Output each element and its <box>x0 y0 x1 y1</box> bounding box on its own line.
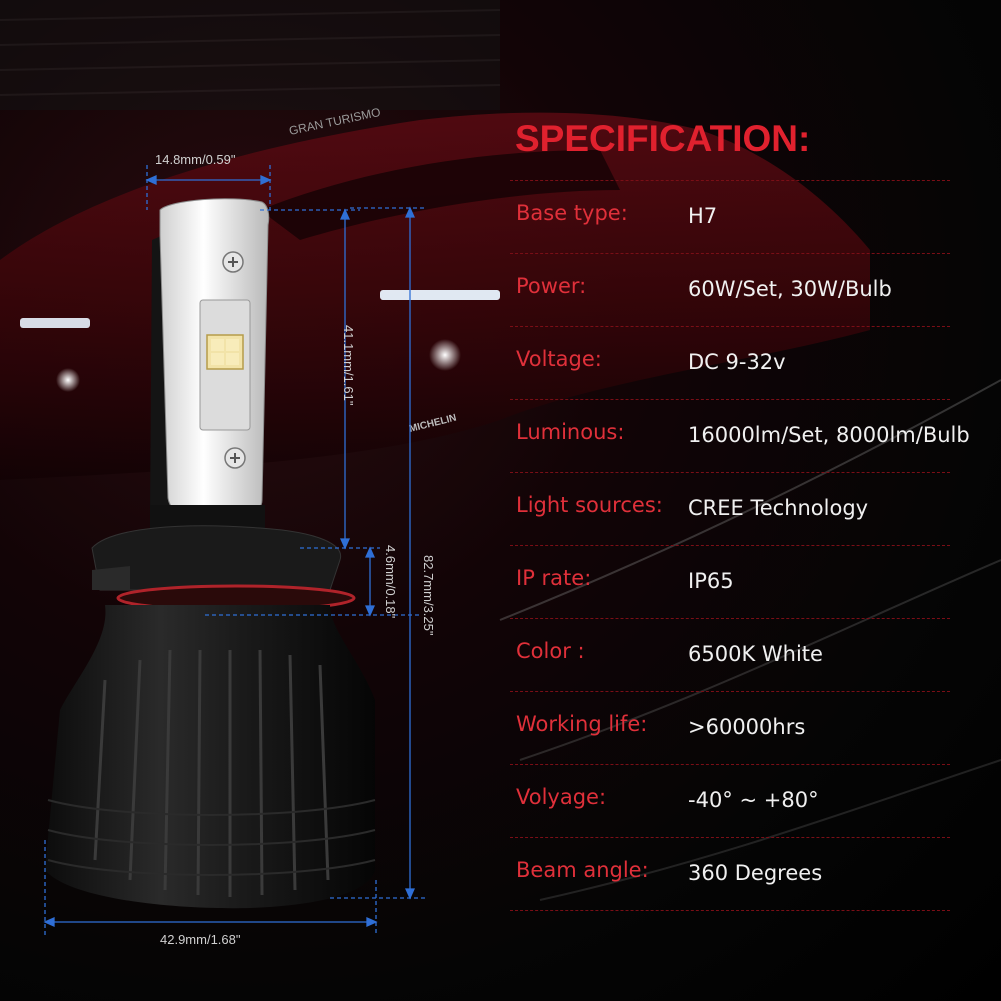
spec-label: Volyage: <box>516 785 607 809</box>
spec-row-color: Color : 6500K White <box>510 618 950 691</box>
spec-row-light-sources: Light sources: CREE Technology <box>510 472 950 545</box>
spec-title: SPECIFICATION: <box>515 118 811 159</box>
spec-value: DC 9-32v <box>688 350 786 374</box>
spec-label: Beam angle: <box>516 858 649 882</box>
spec-row-luminous: Luminous: 16000lm/Set, 8000lm/Bulb <box>510 399 970 472</box>
spec-row-power: Power: 60W/Set, 30W/Bulb <box>510 253 950 326</box>
spec-label: Voltage: <box>516 347 602 371</box>
heatsink-fins <box>93 649 330 897</box>
spec-row-voltage: Voltage: DC 9-32v <box>510 326 950 399</box>
spec-value: -40° ~ +80° <box>688 788 819 812</box>
spec-value: CREE Technology <box>688 496 869 520</box>
spec-value: 360 Degrees <box>688 861 823 885</box>
spec-value: IP65 <box>688 569 734 593</box>
spec-value: >60000hrs <box>688 715 806 739</box>
dimension-top-width: 14.8mm/0.59" <box>155 152 236 167</box>
spec-value: 16000lm/Set, 8000lm/Bulb <box>688 423 970 447</box>
spec-label: Light sources: <box>516 493 663 517</box>
dimension-bottom-width: 42.9mm/1.68" <box>160 932 241 947</box>
spec-label: Base type: <box>516 201 628 225</box>
spec-value: 6500K White <box>688 642 823 666</box>
road-streaks <box>499 379 1001 901</box>
background-streaks <box>0 0 501 110</box>
spec-table: Base type: H7 Power: 60W/Set, 30W/Bulb V… <box>510 180 970 911</box>
spec-row-beam-angle: Beam angle: 360 Degrees <box>510 837 950 911</box>
spec-label: Working life: <box>516 712 648 736</box>
spec-row-base-type: Base type: H7 <box>510 180 950 253</box>
dimension-base-gap: 4.6mm/0.18" <box>383 545 398 619</box>
spec-row-volyage: Volyage: -40° ~ +80° <box>510 764 950 837</box>
dimension-head-height: 41.1mm/1.61" <box>341 325 356 406</box>
spec-row-ip-rate: IP rate: IP65 <box>510 545 950 618</box>
dimension-total-height: 82.7mm/3.25" <box>421 555 436 636</box>
spec-label: Power: <box>516 274 587 298</box>
spec-row-working-life: Working life: >60000hrs <box>510 691 950 764</box>
led-bulb <box>45 198 376 909</box>
spec-label: Luminous: <box>516 420 625 444</box>
spec-value: 60W/Set, 30W/Bulb <box>688 277 892 301</box>
spec-label: IP rate: <box>516 566 592 590</box>
car-headlights <box>20 290 500 392</box>
spec-value: H7 <box>688 204 718 228</box>
spec-label: Color : <box>516 639 585 663</box>
dimension-lines <box>43 165 425 935</box>
